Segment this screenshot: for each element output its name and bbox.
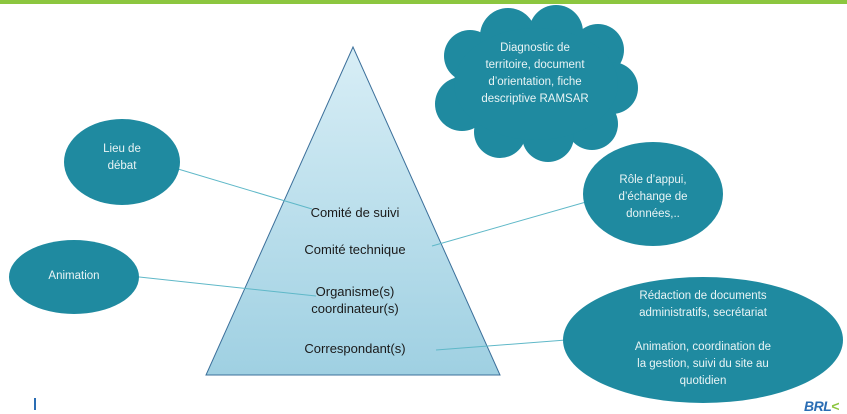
pyramid-shape: [205, 45, 501, 376]
brl-logo: BRL<: [804, 398, 839, 414]
bubble-lieu-debat-text: Lieu de débat: [103, 143, 141, 172]
level-comite-technique: Comité technique: [304, 242, 406, 257]
bubble-role-appui: [583, 142, 723, 246]
top-accent-bar: [0, 0, 847, 4]
connector-redaction: [435, 339, 567, 351]
level-organismes-coordinateurs: Organisme(s) coordinateur(s): [311, 284, 399, 316]
bubble-lieu-debat: [64, 119, 180, 205]
bubble-redaction: [563, 277, 843, 403]
bubble-animation: [9, 240, 139, 314]
connector-animation: [129, 275, 317, 297]
level-correspondants: Correspondant(s): [304, 341, 406, 356]
bubble-redaction-text: Rédaction de documents administratifs, s…: [634, 290, 772, 387]
bubble-animation-text: Animation: [48, 270, 100, 282]
connector-role-appui: [431, 197, 601, 247]
level-comite-suivi: Comité de suivi: [310, 205, 400, 220]
cloud-diagnostic: [435, 5, 638, 162]
cloud-diagnostic-text: Diagnostic de territoire, document d’ori…: [481, 42, 589, 105]
bubble-role-appui-text: Rôle d’appui, d’échange de données,..: [618, 174, 688, 220]
connector-lieu-debat: [167, 165, 313, 210]
page-marker: [34, 398, 36, 410]
